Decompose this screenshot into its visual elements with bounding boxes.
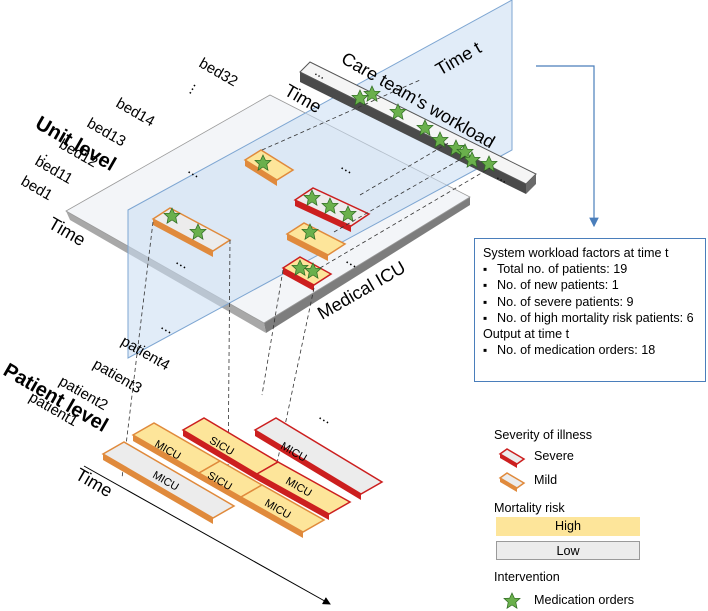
legend-mild-swatch [498, 472, 526, 492]
legend-medication-label: Medication orders [534, 593, 635, 607]
workload-factor-item: No. of severe patients: 9 [483, 294, 699, 310]
bed-ellipsis-top: ... [179, 78, 200, 97]
workload-factor-item: No. of new patients: 1 [483, 277, 699, 293]
time-t-plane [127, 0, 513, 359]
workload-factors-list: Total no. of patients: 19 No. of new pat… [483, 261, 699, 326]
output-title: Output at time t [483, 327, 570, 342]
patient-bars [101, 417, 384, 538]
bed-block-severe-high-1 [281, 256, 333, 291]
workload-box-title: System workload factors at time t [483, 246, 669, 260]
patient-bar-ellipsis: ... [316, 407, 335, 428]
legend-intervention-title: Intervention [494, 570, 560, 584]
legend-severity-title: Severity of illness [494, 428, 592, 442]
bed-label-32: bed32 [196, 55, 241, 91]
workload-factor-item: Total no. of patients: 19 [483, 261, 699, 277]
workload-factor-item: No. of high mortality risk patients: 6 [483, 310, 699, 326]
patient-time-arrow [83, 465, 331, 605]
legend-severe-label: Severe [534, 449, 574, 463]
legend-mild-label: Mild [534, 473, 558, 487]
connector-lines [121, 79, 491, 481]
output-list: No. of medication orders: 18 [483, 342, 699, 358]
bed-block-severe-low-1 [293, 187, 371, 232]
workload-factors-box: System workload factors at time t Total … [474, 238, 706, 382]
bed-label-14: bed14 [113, 95, 158, 131]
legend-star-icon [503, 592, 521, 609]
legend-mortality-title: Mortality risk [494, 501, 565, 515]
workload-arrow [536, 65, 599, 228]
legend-severe-swatch [498, 448, 526, 468]
patient-label-3: patient3 [90, 356, 145, 397]
legend-low-bar: Low [496, 541, 640, 560]
legend-high-bar: High [496, 517, 640, 536]
bed-block-mild-high-2 [285, 222, 347, 261]
output-item: No. of medication orders: 18 [483, 342, 699, 358]
patient-time-label: Time [72, 464, 116, 501]
bed-block-mild-high-1 [243, 149, 295, 186]
